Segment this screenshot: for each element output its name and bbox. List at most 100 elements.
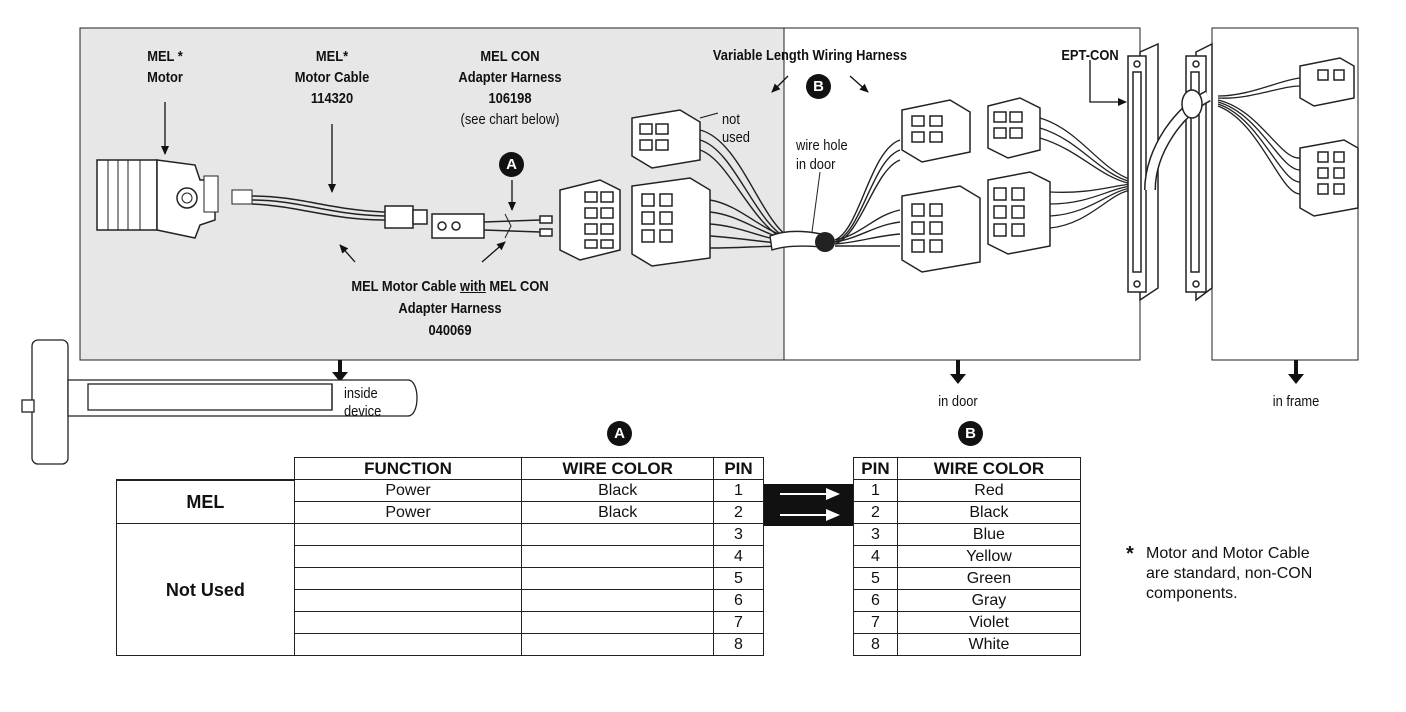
table-cell-pin: 7	[853, 611, 898, 634]
table-cell-pin: 1	[853, 479, 898, 502]
motor-graphic	[96, 159, 253, 239]
wire-hole-leader	[811, 171, 821, 233]
table-row: 6	[117, 589, 764, 612]
label-not-used-1: not	[722, 111, 740, 128]
label-ept-con: EPT-CON	[1061, 47, 1119, 64]
table-header-row: FUNCTION WIRE COLOR PIN	[116, 457, 764, 481]
table-cell-pin: 1	[713, 479, 764, 502]
table-cell-pin: 8	[713, 633, 764, 656]
table-cell-color	[521, 611, 715, 634]
mel-con-connector	[559, 179, 621, 261]
harness-connector-left	[631, 109, 711, 267]
label-harness: Variable Length Wiring Harness	[712, 47, 908, 64]
table-row: Power Black 2	[117, 501, 764, 524]
footnote-line-2: are standard, non-CON	[1146, 565, 1313, 582]
not-used-leader	[699, 112, 719, 119]
label-mel-cable-1: MEL*	[315, 48, 349, 65]
table-header-row: PIN WIRE COLOR	[853, 457, 1082, 480]
label-mel-cable-2: Motor Cable	[294, 69, 370, 86]
table-cell-pin: 6	[853, 589, 898, 612]
door-wires	[834, 139, 901, 247]
badge-b-table: B	[958, 421, 983, 446]
table-cell-pin: 7	[713, 611, 764, 634]
table-cell-function	[293, 589, 523, 612]
label-wire-hole-1: wire hole	[796, 137, 848, 154]
label-not-used-2: used	[722, 129, 750, 146]
table-row: Not Used 3	[116, 523, 764, 656]
table-cell-pin: 4	[853, 545, 898, 568]
footnote-line-3: components.	[1146, 585, 1238, 602]
table-cell-pin: 5	[853, 567, 898, 590]
table-row: MEL Power Black 1	[116, 479, 764, 524]
footnote-star: *	[1126, 543, 1134, 565]
label-in-frame: in frame	[1272, 393, 1320, 410]
table-cell-function	[293, 523, 523, 546]
table-cell-color: Black	[521, 501, 715, 524]
adapter-harness-graphic	[431, 213, 553, 239]
label-with-cable-3: 040069	[428, 322, 472, 339]
table-cell-pin: 5	[713, 567, 764, 590]
table-b-header-pin: PIN	[853, 457, 898, 480]
table-row: 8	[117, 633, 764, 656]
table-cell-color	[521, 567, 715, 590]
table-cell-color: Blue	[896, 523, 1082, 546]
table-cell-color: Green	[896, 567, 1082, 590]
table-cell-color: Yellow	[896, 545, 1082, 568]
label-with-cable-1: MEL Motor Cable with MEL CON	[351, 278, 549, 295]
exit-device-graphic	[21, 339, 418, 465]
group-mel: MEL	[116, 479, 295, 524]
table-cell-color: Black	[896, 501, 1082, 524]
label-inside-1: inside	[344, 385, 378, 402]
badge-a-diagram: A	[499, 152, 524, 177]
frame-wires	[1217, 77, 1301, 195]
wire-hole	[815, 232, 835, 252]
table-cell-function	[293, 567, 523, 590]
table-cell-color: Gray	[896, 589, 1082, 612]
leader-arrows	[161, 60, 1127, 263]
table-cell-pin: 4	[713, 545, 764, 568]
table-cell-pin: 2	[853, 501, 898, 524]
pin-table-a: FUNCTION WIRE COLOR PIN MEL Power Black …	[116, 457, 764, 656]
motor-cable-graphic	[251, 195, 428, 229]
ept-side-connectors	[987, 97, 1051, 255]
label-mel-motor-1: MEL *	[147, 48, 183, 65]
table-a-header-color: WIRE COLOR	[521, 457, 715, 480]
table-row: 7	[117, 611, 764, 634]
pin-map-arrows	[763, 484, 853, 526]
table-cell-color: Red	[896, 479, 1082, 502]
table-corner	[116, 457, 295, 481]
table-cell-color	[521, 589, 715, 612]
table-cell-color	[521, 633, 715, 656]
label-in-door: in door	[938, 393, 978, 410]
table-cell-pin: 3	[713, 523, 764, 546]
label-melcon-1: MEL CON	[480, 48, 540, 65]
table-cell-color	[521, 523, 715, 546]
label-with-cable-2: Adapter Harness	[398, 300, 502, 317]
table-cell-color: White	[896, 633, 1082, 656]
door-connectors	[901, 99, 981, 273]
table-a-header-function: FUNCTION	[293, 457, 523, 480]
badge-b-diagram: B	[806, 74, 831, 99]
ept-con-graphic	[1127, 42, 1213, 302]
group-not-used: Not Used	[116, 523, 295, 656]
location-arrows	[332, 360, 1304, 384]
table-row: 5	[117, 567, 764, 590]
table-a-header-pin: PIN	[713, 457, 764, 480]
footnote-text: Motor and Motor Cable are standard, non-…	[1146, 544, 1312, 604]
table-cell-function	[293, 633, 523, 656]
table-cell-color: Black	[521, 479, 715, 502]
label-mel-cable-3: 114320	[310, 90, 354, 107]
frame-connectors	[1299, 57, 1359, 217]
table-cell-pin: 2	[713, 501, 764, 524]
table-cell-color	[521, 545, 715, 568]
label-wire-hole-2: in door	[796, 156, 836, 173]
table-cell-function: Power	[293, 501, 523, 524]
